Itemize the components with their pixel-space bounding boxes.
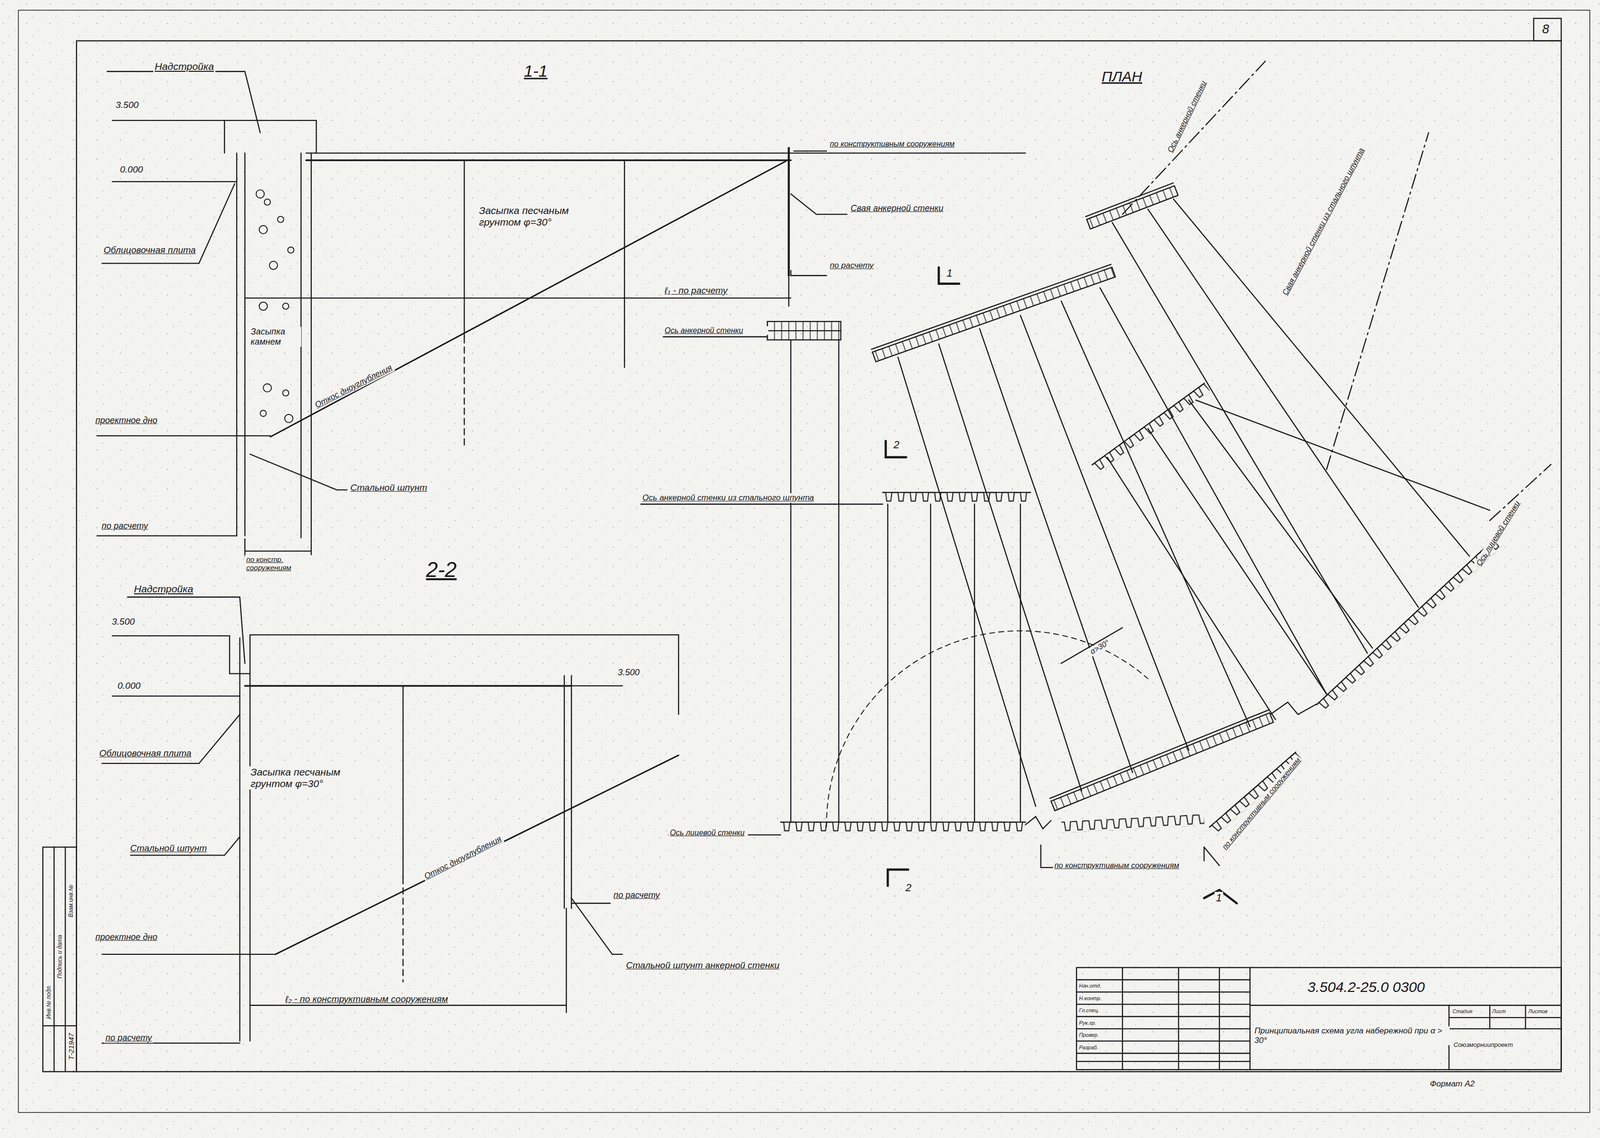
level-note: проектное дно [93, 415, 159, 426]
part-name: Стальной шпунт анкерной стенки [624, 960, 822, 971]
part-name: Стальной шпунт [348, 482, 429, 494]
dimension-note: по расчету [104, 1032, 154, 1043]
section-mark: 2 [892, 438, 901, 451]
part-name: Облицовочная плита [97, 747, 195, 759]
dimension-note: по конструктивным сооружениям [1219, 754, 1303, 852]
axis-label: Ось анкерной стенки [1165, 78, 1210, 156]
elevation-mark: 0.000 [118, 164, 145, 175]
elevation-mark: 3.500 [110, 616, 137, 627]
title-cell: Лист [1490, 1008, 1507, 1015]
part-name: Свая анкерной стенки [849, 203, 945, 214]
title-cell: Нач.отд. [1077, 982, 1103, 989]
part-name: Облицовочная плита [102, 244, 200, 256]
dimension-note: по констр. сооружениям [244, 555, 321, 573]
section-mark: 1 [945, 266, 954, 280]
title-cell: Гл.спец. [1077, 1007, 1101, 1014]
axis-label: Ось анкерной стенки [663, 326, 769, 335]
part-name: Стальной шпунт [128, 842, 209, 854]
angle-label: α>30° [1087, 637, 1112, 657]
fill-note: Засыпка песчаным грунтом φ=30° [249, 766, 373, 790]
slope-note: Откос дноуглубления [312, 361, 396, 411]
title-cell: Рук.гр. [1077, 1019, 1098, 1027]
section-title: 1-1 [522, 61, 549, 81]
elevation-mark: 3.500 [616, 667, 641, 678]
section-mark: 2 [904, 881, 913, 894]
dimension-note: ℓ₂ - по конструктивным сооружениям [283, 993, 450, 1005]
stamp-cell: Инв.№ подл. [45, 983, 53, 1021]
elevation-mark: 3.500 [114, 99, 141, 111]
fill-note: Засыпка камнем [249, 326, 302, 347]
elevation-mark: 0.000 [116, 680, 143, 692]
part-name: Надстройка [132, 583, 195, 595]
title-cell: Разраб. [1077, 1044, 1100, 1051]
axis-label: Ось лицевой стенки [668, 828, 748, 838]
section-title: 2-2 [424, 557, 459, 583]
axis-label: Ось анкерной стенки из стального шпунта [640, 493, 818, 503]
slope-note: Откос дноуглубления [421, 833, 505, 882]
view-title: ПЛАН [1100, 68, 1144, 86]
stamp-cell: Подпись и дата [56, 933, 64, 980]
dimension-note: по расчету [612, 890, 662, 901]
title-cell: Листов [1526, 1008, 1549, 1015]
organization: Союзморниипроект [1452, 1041, 1515, 1049]
fill-note: Засыпка песчаным грунтом φ=30° [477, 204, 601, 228]
sheet-format: Формат А2 [1428, 1079, 1477, 1089]
dimension-note: ℓ₁ - по расчету [663, 285, 729, 296]
dimension-note: по расчету [100, 520, 150, 532]
drawing-code: 3.504.2-25.0 0300 [1306, 978, 1427, 996]
axis-label: Ось лицевой стенки [1473, 498, 1523, 569]
stamp-cell: Взам.инв.№ [67, 882, 75, 919]
dimension-note: по конструктивным сооружениям [828, 139, 957, 149]
dimension-note: по расчету [828, 260, 876, 271]
title-cell: Стадия [1451, 1008, 1474, 1015]
title-cell: Н.контр. [1077, 995, 1104, 1002]
dimension-note: по конструктивным сооружениям [1053, 861, 1210, 870]
part-name: Надстройка [153, 60, 216, 73]
section-mark: 1 [1214, 891, 1224, 904]
drawing-title: Принципиальная схема угла набережной при… [1253, 1026, 1450, 1045]
inventory-number: Т-21947 [66, 1031, 76, 1062]
sheet-number: 8 [1540, 22, 1551, 37]
part-name: Свая анкерной стенки из стального шпунта [1280, 145, 1367, 298]
title-cell: Провер. [1077, 1031, 1101, 1039]
level-note: проектное дно [93, 932, 159, 943]
